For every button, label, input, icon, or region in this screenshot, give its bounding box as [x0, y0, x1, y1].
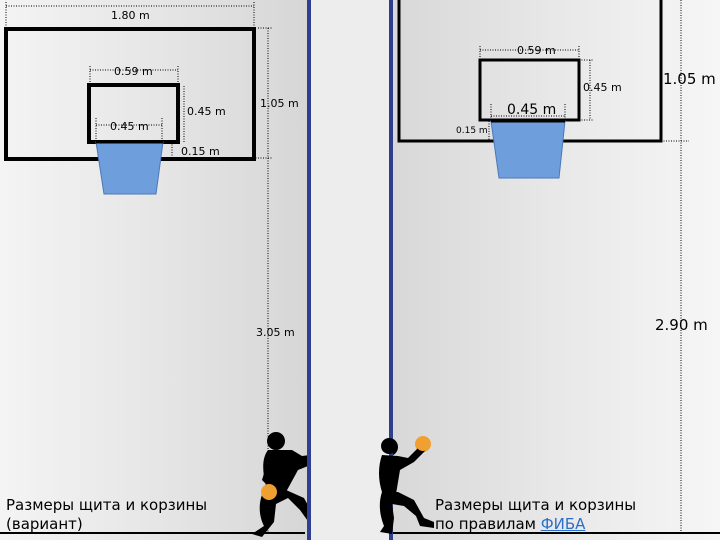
left-divider	[307, 0, 311, 540]
rim-offset-label: 0.15 m	[456, 126, 488, 136]
rim-height-label: 3.05 m	[256, 326, 295, 339]
left-caption-line2: (вариант)	[6, 515, 83, 533]
board-height-label: 1.05 m	[260, 97, 299, 110]
right-caption-line2: по правилам ФИБА	[435, 515, 636, 534]
board-width-label: 1.80 m	[111, 9, 150, 22]
left-caption-line1: Размеры щита и корзины	[6, 496, 208, 514]
inner-width-label: 0.59 m	[517, 44, 556, 57]
gap-background	[311, 0, 389, 540]
right-divider	[389, 0, 393, 540]
right-diagram-graphic	[393, 0, 720, 540]
left-caption: Размеры щита и корзины (вариант)	[6, 496, 207, 534]
right-caption-prefix: по правилам	[435, 515, 541, 533]
basketball	[415, 436, 431, 452]
left-diagram-panel: 1.80 m 0.59 m 0.45 m 0.45 m 1.05 m 0.15 …	[0, 0, 310, 540]
board-height-label: 1.05 m	[663, 70, 716, 88]
inner-height-label: 0.45 m	[187, 105, 226, 118]
rim-width-label: 0.45 m	[507, 102, 557, 118]
board-bottom-height-label: 2.90 m	[655, 316, 708, 334]
inner-width-label: 0.59 m	[114, 65, 153, 78]
inner-height-label: 0.45 m	[583, 81, 622, 94]
right-background	[393, 0, 720, 540]
fiba-link[interactable]: ФИБА	[540, 515, 586, 533]
right-caption: Размеры щита и корзины по правилам ФИБА	[435, 496, 636, 534]
left-background	[0, 0, 310, 540]
left-diagram-graphic	[0, 0, 310, 540]
basketball	[261, 484, 277, 500]
right-diagram-panel: 0.59 m 0.45 m 1.05 m 0.45 m 0.15 m 2.90 …	[393, 0, 720, 540]
basket-net	[490, 120, 566, 179]
rim-width-label: 0.45 m	[110, 120, 149, 133]
basket-net	[95, 141, 164, 195]
rim-offset-label: 0.15 m	[181, 145, 220, 158]
right-caption-line1: Размеры щита и корзины	[435, 496, 637, 514]
